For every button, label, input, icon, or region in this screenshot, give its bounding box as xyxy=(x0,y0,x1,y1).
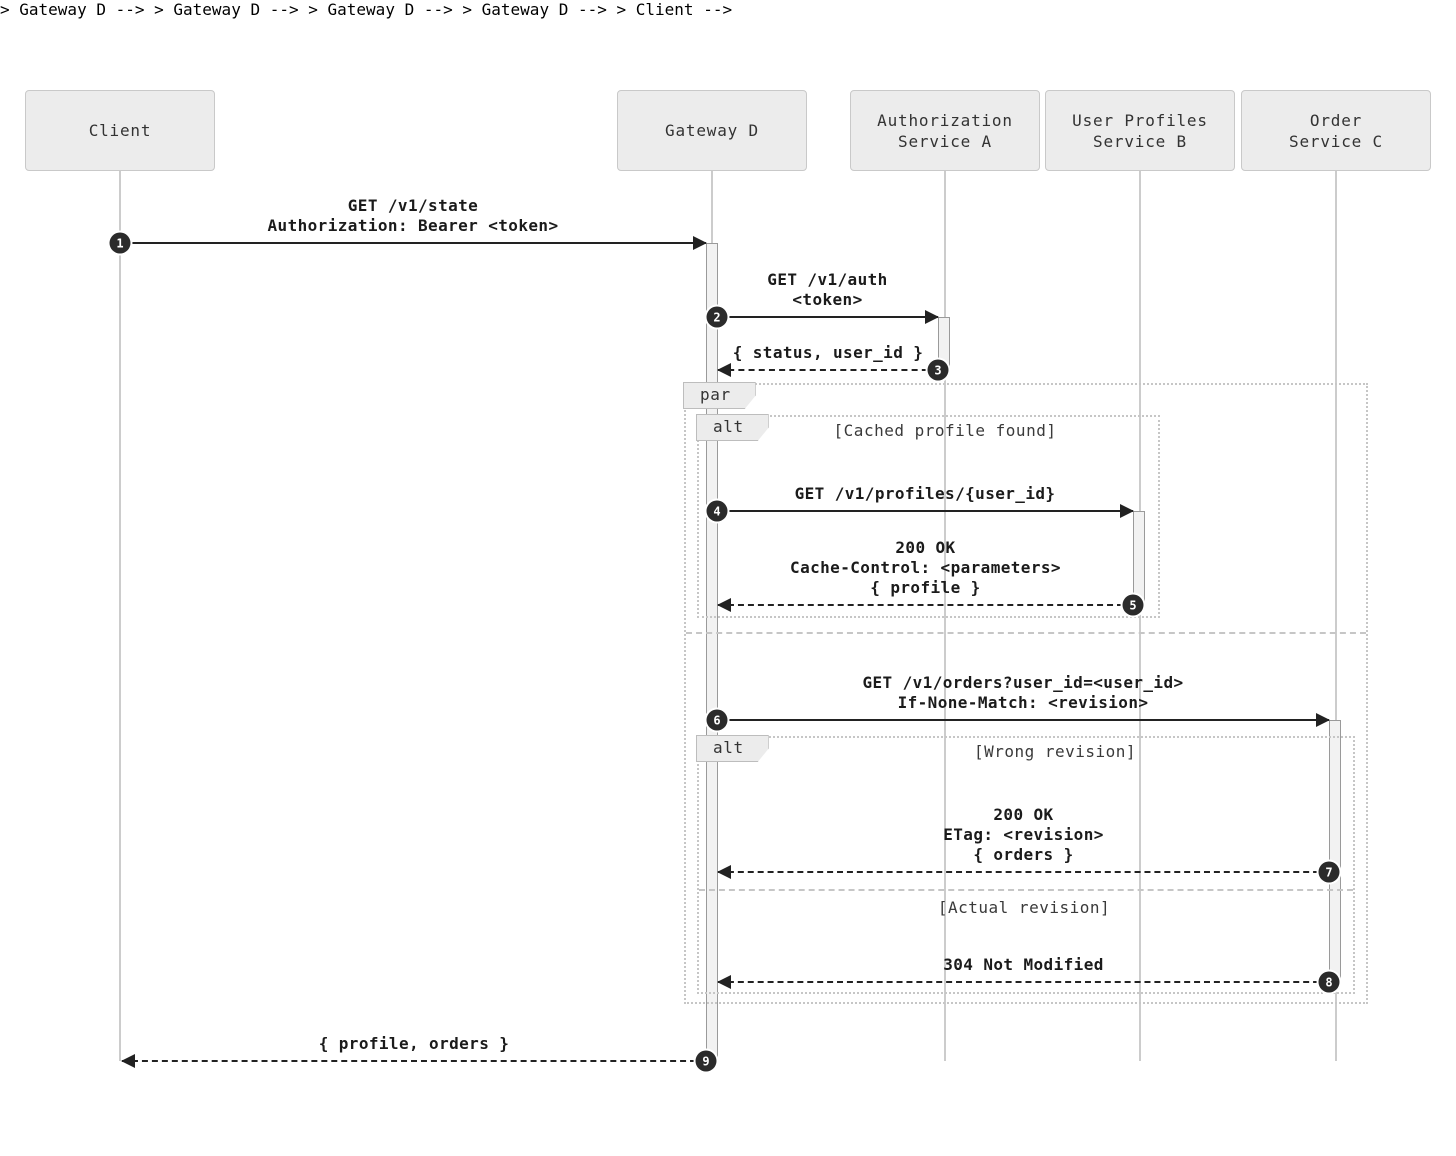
message-line xyxy=(717,510,1133,512)
arrowhead-left-icon xyxy=(717,363,731,377)
message-label: GET /v1/orders?user_id=<user_id> If-None… xyxy=(862,673,1184,712)
arrowhead-left-icon xyxy=(717,598,731,612)
arrowhead-right-icon xyxy=(693,236,707,250)
alt-label-tab: alt xyxy=(696,735,769,762)
sequence-number-badge: 7 xyxy=(1318,861,1340,883)
participant-client: Client xyxy=(25,90,215,171)
message-line xyxy=(122,1060,706,1062)
fragment-alt-profile xyxy=(697,415,1160,618)
condition-actual-revision: [Actual revision] xyxy=(937,898,1111,917)
sequence-number-badge: 5 xyxy=(1122,594,1144,616)
message-label: 200 OK ETag: <revision> { orders } xyxy=(943,805,1104,864)
message-line xyxy=(718,871,1329,873)
arrowhead-left-icon xyxy=(121,1054,135,1068)
sequence-number-badge: 3 xyxy=(927,359,949,381)
message-line xyxy=(718,369,938,371)
message-label: GET /v1/state Authorization: Bearer <tok… xyxy=(267,196,559,235)
condition-wrong-revision: [Wrong revision] xyxy=(973,742,1137,761)
par-section-divider xyxy=(686,632,1366,634)
arrowhead-right-icon xyxy=(1120,504,1134,518)
alt-label: alt xyxy=(713,417,744,436)
arrowhead-left-icon xyxy=(717,865,731,879)
message-line xyxy=(717,719,1329,721)
participant-label: Order Service C xyxy=(1289,110,1383,151)
sequence-number-badge: 9 xyxy=(695,1050,717,1072)
participant-label: Authorization Service A xyxy=(877,110,1013,151)
arrowhead-right-icon xyxy=(1316,713,1330,727)
message-label: { profile, orders } xyxy=(318,1034,510,1053)
sequence-number-badge: 2 xyxy=(706,306,728,328)
message-label: 304 Not Modified xyxy=(943,955,1104,974)
sequence-number-badge: 8 xyxy=(1318,971,1340,993)
fragment-alt-orders xyxy=(697,736,1355,994)
alt-label: alt xyxy=(713,738,744,757)
arrowhead-right-icon xyxy=(925,310,939,324)
message-label: GET /v1/profiles/{user_id} xyxy=(794,484,1056,503)
participant-order-service-c: Order Service C xyxy=(1241,90,1431,171)
message-line xyxy=(120,242,706,244)
message-line xyxy=(717,316,938,318)
message-line xyxy=(718,981,1329,983)
par-label: par xyxy=(700,385,731,404)
participant-gateway-d: Gateway D xyxy=(617,90,807,171)
participant-label: User Profiles Service B xyxy=(1072,110,1208,151)
par-label-tab: par xyxy=(683,382,756,409)
participant-authorization-service-a: Authorization Service A xyxy=(850,90,1040,171)
sequence-number-badge: 1 xyxy=(109,232,131,254)
arrowhead-left-icon xyxy=(717,975,731,989)
participant-label: Client xyxy=(88,121,152,140)
fragment-par xyxy=(684,383,1368,1004)
lifeline-client xyxy=(119,171,121,1061)
sequence-number-badge: 4 xyxy=(706,500,728,522)
message-label: GET /v1/auth <token> xyxy=(767,270,888,309)
condition-cached-profile-found: [Cached profile found] xyxy=(833,421,1057,440)
message-line xyxy=(718,604,1133,606)
sequence-number-badge: 6 xyxy=(706,709,728,731)
alt-section-divider xyxy=(699,889,1353,891)
message-label: { status, user_id } xyxy=(732,343,924,362)
participant-user-profiles-service-b: User Profiles Service B xyxy=(1045,90,1235,171)
message-label: 200 OK Cache-Control: <parameters> { pro… xyxy=(790,538,1061,597)
alt-label-tab: alt xyxy=(696,414,769,441)
participant-label: Gateway D xyxy=(665,121,759,140)
lifeline-order-service-c xyxy=(1335,171,1337,1061)
